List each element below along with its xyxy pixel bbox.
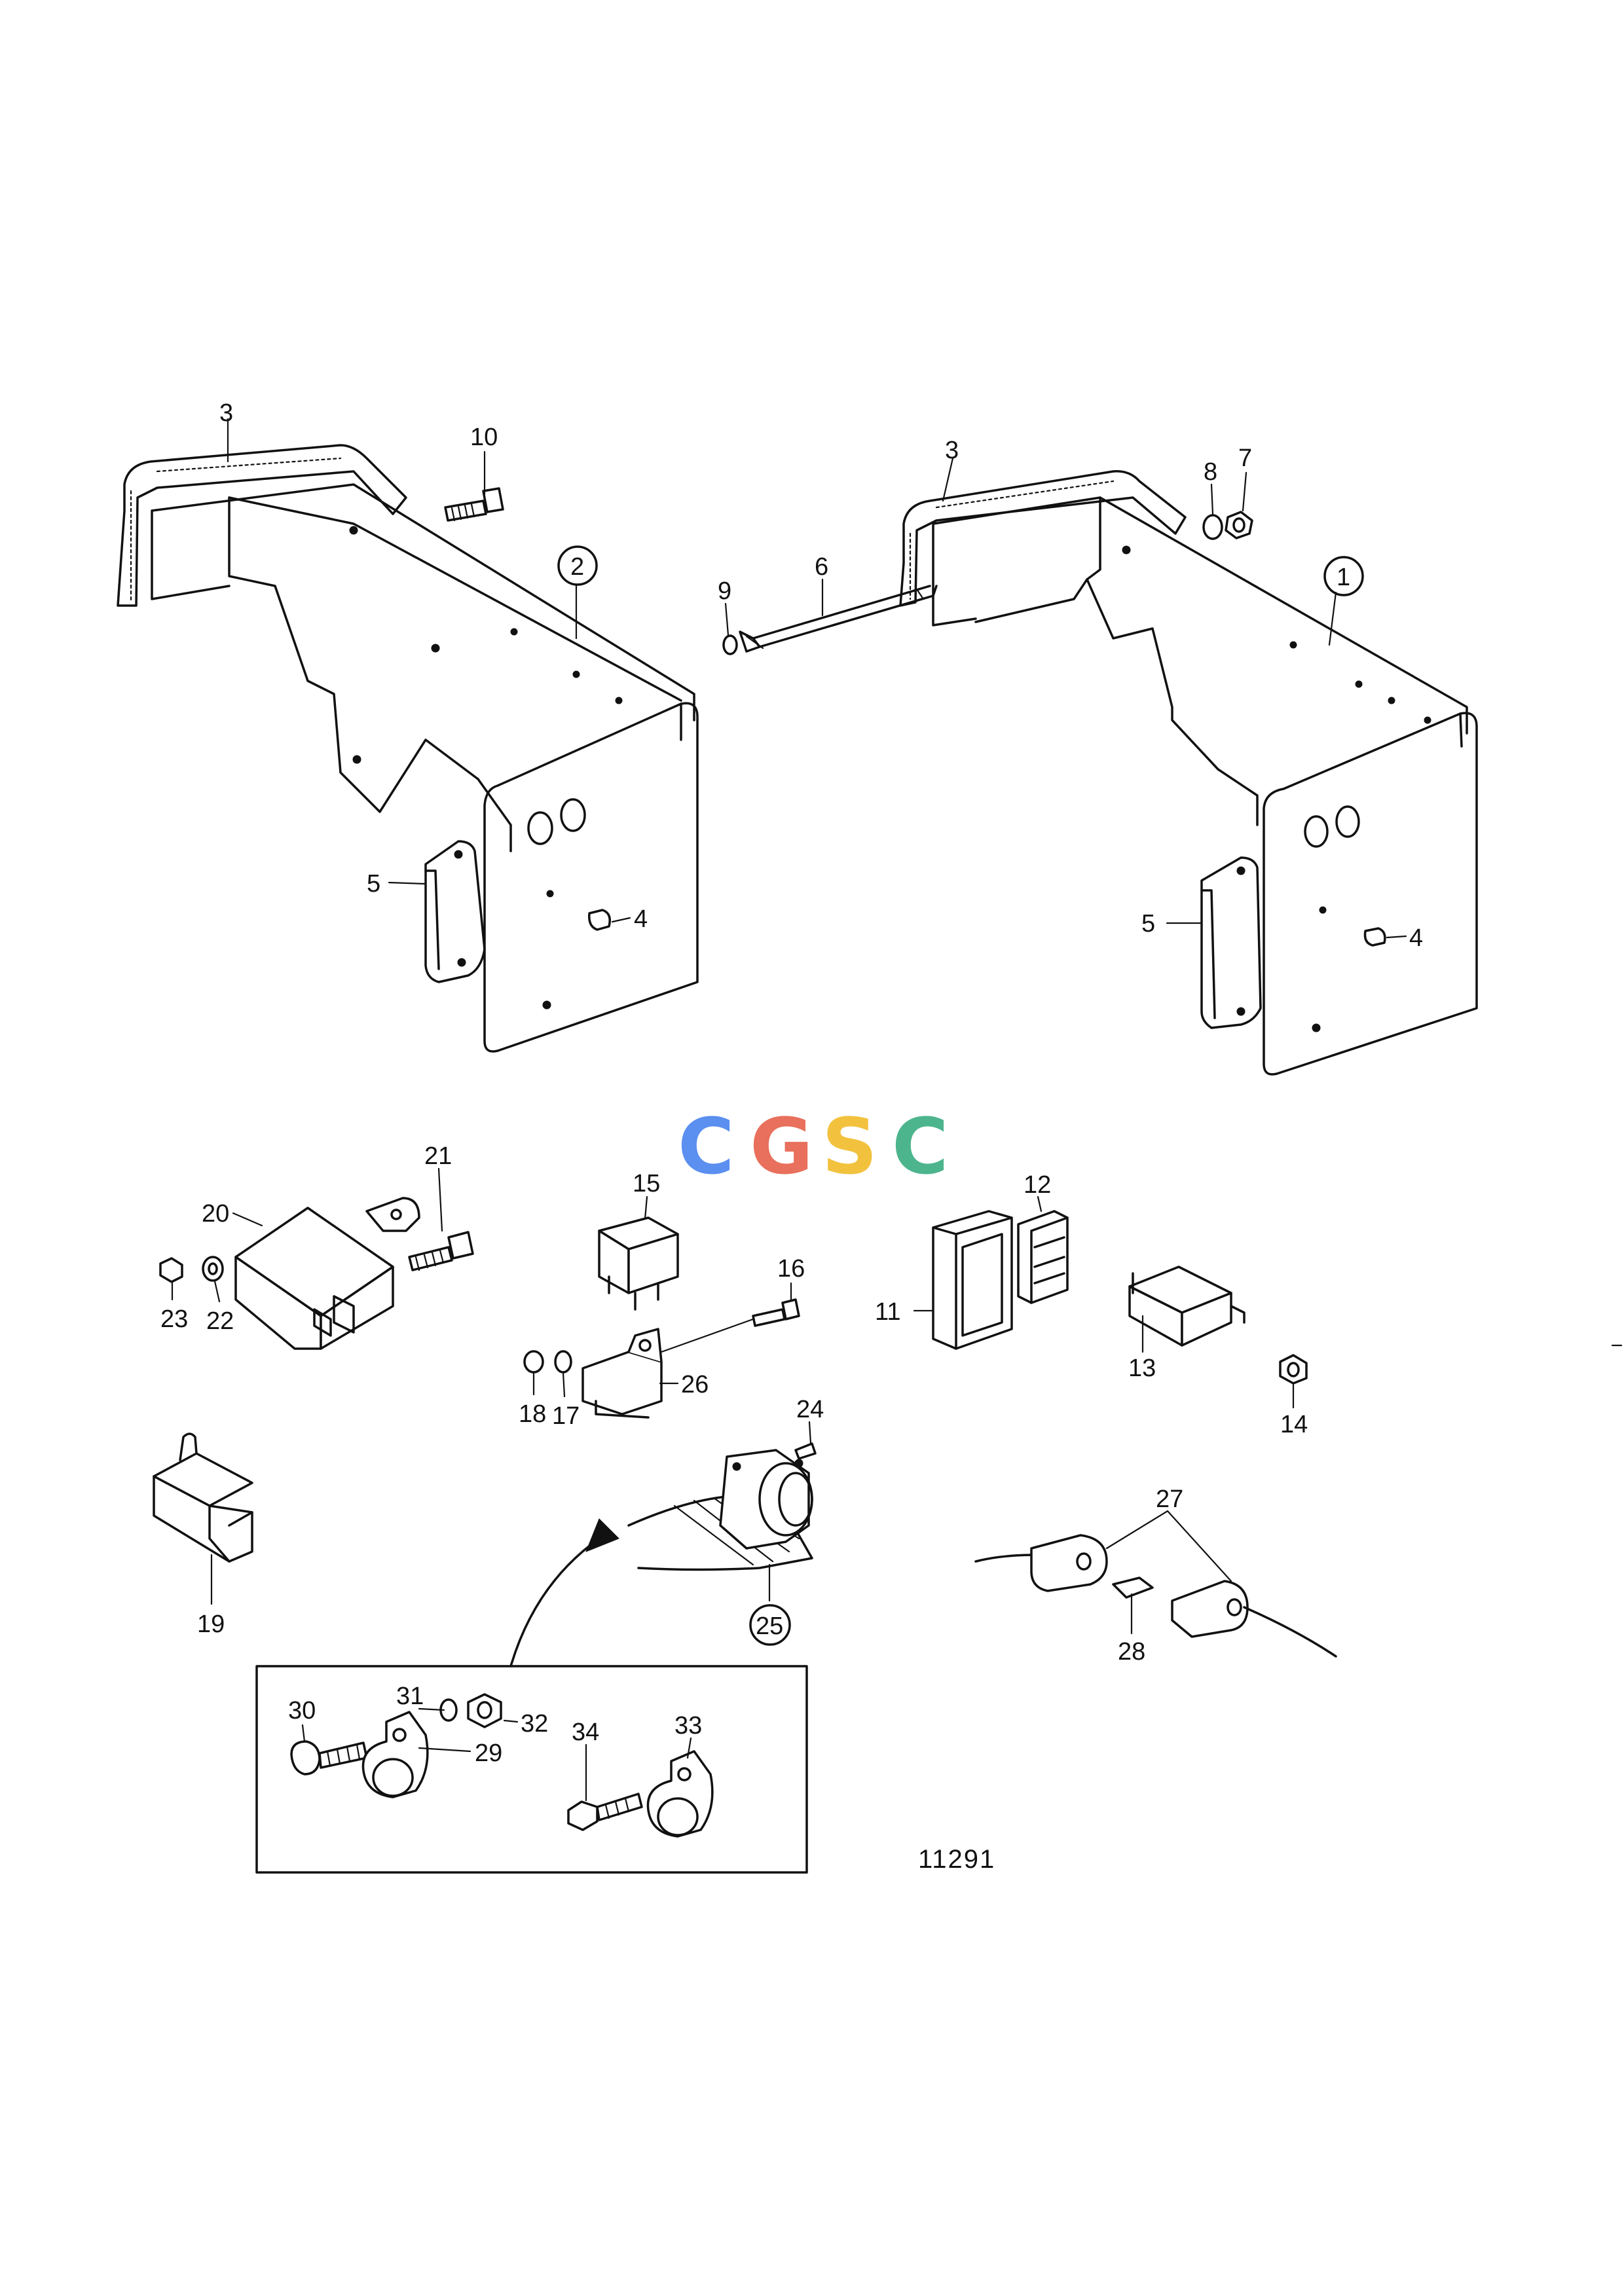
terminal-27-drawing bbox=[974, 1534, 1337, 1658]
callout-1-ring bbox=[1323, 556, 1364, 596]
bracket-left-side bbox=[228, 496, 512, 852]
callout-27: 27 bbox=[1156, 1485, 1183, 1513]
washer-22 bbox=[202, 1256, 224, 1282]
screw-24 bbox=[794, 1442, 817, 1460]
rubber-pad-left bbox=[424, 840, 486, 983]
relay-15-drawing bbox=[598, 1216, 679, 1311]
cable-connector-25-drawing bbox=[509, 1442, 817, 1667]
screw-16 bbox=[752, 1298, 800, 1327]
bracket-left-top-edge bbox=[228, 496, 682, 702]
rod-6 bbox=[752, 585, 938, 648]
nut-23 bbox=[159, 1257, 183, 1283]
nut-18 bbox=[523, 1350, 544, 1374]
rubber-pad-right bbox=[1200, 856, 1262, 1029]
callout-15: 15 bbox=[633, 1170, 660, 1197]
callout-6: 6 bbox=[815, 553, 828, 581]
callout-33: 33 bbox=[674, 1712, 702, 1740]
bracket-right-side bbox=[974, 578, 1259, 826]
cgsc-logo: C G S C bbox=[678, 1101, 949, 1192]
rubber-strip-left bbox=[117, 444, 407, 607]
callout-2-ring bbox=[557, 545, 598, 586]
bracket-right-top-edge bbox=[1086, 496, 1101, 581]
callout-25: 25 bbox=[756, 1613, 783, 1640]
bracket-left-front-plate bbox=[483, 702, 699, 1053]
callout-18: 18 bbox=[519, 1400, 546, 1428]
washer-17 bbox=[554, 1350, 572, 1374]
bracket-2-drawing bbox=[117, 444, 699, 1053]
callout-1: 1 bbox=[1337, 564, 1350, 591]
callout-22: 22 bbox=[206, 1307, 234, 1335]
nut-7 bbox=[1225, 511, 1253, 539]
callout-32: 32 bbox=[521, 1710, 548, 1738]
bracket-1-drawing bbox=[722, 470, 1478, 1076]
logo-letter-3: S bbox=[822, 1101, 877, 1192]
relay-holder-26-drawing bbox=[523, 1298, 800, 1419]
callout-28: 28 bbox=[1118, 1638, 1145, 1666]
washer-9 bbox=[722, 634, 738, 655]
leader-lines bbox=[171, 418, 1407, 1802]
screw-4-left bbox=[588, 909, 611, 931]
logo-letter-4: C bbox=[892, 1101, 949, 1192]
callout-16: 16 bbox=[777, 1255, 805, 1283]
callout-9: 9 bbox=[718, 577, 731, 605]
callout-2: 2 bbox=[570, 553, 584, 581]
callout-20: 20 bbox=[202, 1200, 229, 1228]
terminal-block-12-drawing bbox=[1017, 1210, 1069, 1304]
callout-26: 26 bbox=[681, 1371, 709, 1398]
bracket-right-front-plate bbox=[1263, 712, 1478, 1076]
screw-21 bbox=[408, 1231, 474, 1271]
washer-8 bbox=[1202, 514, 1223, 540]
clamp-detail-box bbox=[255, 1665, 808, 1874]
component-13-drawing bbox=[1128, 1266, 1308, 1385]
callout-3-right: 3 bbox=[945, 437, 959, 464]
rubber-strip-right bbox=[899, 470, 1187, 607]
callout-8: 8 bbox=[1204, 458, 1217, 486]
callout-25-ring bbox=[749, 1604, 791, 1646]
callout-21: 21 bbox=[424, 1142, 452, 1170]
callout-12: 12 bbox=[1024, 1171, 1051, 1199]
bracket-right-back bbox=[932, 496, 1468, 735]
callout-31: 31 bbox=[396, 1683, 424, 1710]
screw-10 bbox=[444, 487, 504, 522]
figure-number: 11291 bbox=[918, 1845, 995, 1874]
connector-19-drawing bbox=[153, 1432, 253, 1563]
callout-5-right: 5 bbox=[1141, 910, 1155, 938]
rubber-strip-left-ribs bbox=[130, 457, 342, 604]
callout-7: 7 bbox=[1238, 445, 1252, 472]
nut-14 bbox=[1279, 1354, 1308, 1385]
callout-17: 17 bbox=[552, 1402, 580, 1430]
callout-labels: 3 10 2 5 4 3 8 7 9 6 1 5 4 21 20 23 22 1… bbox=[160, 399, 1423, 1767]
callout-10: 10 bbox=[470, 424, 498, 451]
callout-24: 24 bbox=[796, 1396, 824, 1423]
control-unit-20-drawing bbox=[159, 1197, 474, 1350]
logo-letter-1: C bbox=[678, 1101, 735, 1192]
callout-11: 11 bbox=[875, 1298, 900, 1326]
callout-23: 23 bbox=[160, 1305, 188, 1333]
callout-34: 34 bbox=[572, 1719, 599, 1746]
callout-4-right: 4 bbox=[1409, 924, 1423, 952]
callout-3-left: 3 bbox=[219, 399, 233, 427]
screw-4-right bbox=[1363, 927, 1386, 947]
callout-19: 19 bbox=[197, 1611, 225, 1638]
logo-letter-2: G bbox=[750, 1101, 813, 1192]
callout-4-left: 4 bbox=[634, 905, 648, 933]
callout-30: 30 bbox=[288, 1697, 316, 1724]
callout-5-left: 5 bbox=[367, 870, 380, 898]
bracket-left-back bbox=[151, 483, 695, 721]
callout-13: 13 bbox=[1128, 1355, 1156, 1382]
holder-11-drawing bbox=[932, 1210, 1013, 1350]
callout-29: 29 bbox=[475, 1740, 502, 1767]
callout-14: 14 bbox=[1280, 1411, 1308, 1438]
